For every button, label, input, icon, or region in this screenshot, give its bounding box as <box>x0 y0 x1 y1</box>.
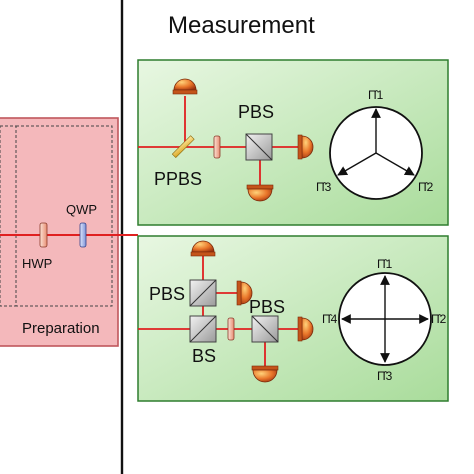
detector-top-ppbs <box>172 78 198 95</box>
detector-bottom-bottom <box>251 365 279 383</box>
preparation-block: Preparation <box>0 117 119 347</box>
ppbs-label: PPBS <box>154 169 202 189</box>
qwp-label: QWP <box>66 202 97 217</box>
pbs-label-top: PBS <box>238 102 274 122</box>
hwp-waveplate: HWP <box>22 222 52 271</box>
detector-bottom-right <box>297 316 314 342</box>
panel-top: PPBS PBS Π̂1 Π̂2 Π̂3 <box>137 59 449 226</box>
povm-label-3: Π̂3 <box>316 180 332 194</box>
preparation-label: Preparation <box>22 320 100 337</box>
povm4-label-1: Π̂1 <box>377 257 393 271</box>
povm4-label-2: Π̂2 <box>431 312 447 326</box>
povm-label-1: Π̂1 <box>368 88 384 102</box>
bs-label: BS <box>192 346 216 366</box>
detector-top-right <box>297 134 314 160</box>
povm4-label-3: Π̂3 <box>377 369 393 383</box>
qwp-waveplate: QWP <box>66 202 97 248</box>
povm-diagram-four: Π̂1 Π̂2 Π̂3 Π̂4 <box>322 257 447 383</box>
ppbs-splitter: PPBS <box>154 135 202 189</box>
pbs-cube-top: PBS <box>238 102 274 161</box>
detector-top-bottom <box>246 184 274 202</box>
panel-bottom: PBS BS PBS <box>137 235 449 402</box>
povm-diagram-three: Π̂1 Π̂2 Π̂3 <box>316 88 434 200</box>
detector-bottom-mid <box>236 280 253 306</box>
povm-label-2: Π̂2 <box>418 180 434 194</box>
bs-cube: BS <box>189 315 217 366</box>
detector-bottom-top <box>190 240 216 257</box>
pbs-cube-bottom-right: PBS <box>249 297 285 343</box>
waveplate-bottom <box>227 317 235 341</box>
pbs-label-bottom-left: PBS <box>149 284 185 304</box>
waveplate-top <box>213 135 221 159</box>
hwp-label: HWP <box>22 256 52 271</box>
povm4-label-4: Π̂4 <box>322 312 338 326</box>
pbs-cube-bottom-left: PBS <box>149 279 217 307</box>
measurement-title: Measurement <box>168 12 315 39</box>
pbs-label-bottom-right: PBS <box>249 297 285 317</box>
